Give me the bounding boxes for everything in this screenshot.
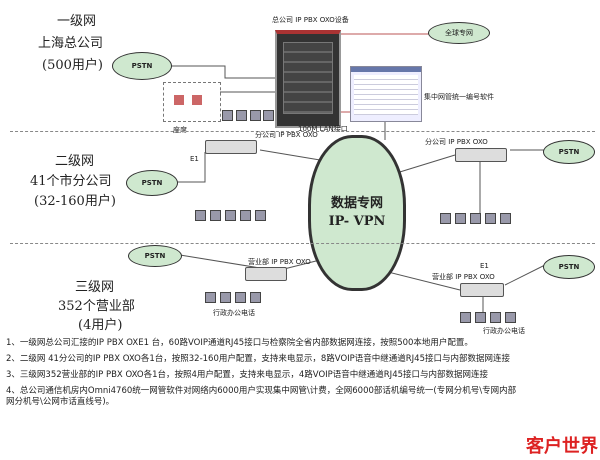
phone-icon [505,312,516,323]
phone-icon [470,213,481,224]
level3-name: 352个营业部 [58,299,135,314]
e1-label: E1 [480,262,489,270]
phone-icon [475,312,486,323]
phones-left-label: 行政办公电话 [213,309,255,317]
phone-icon [485,213,496,224]
branch-pbx-right [455,148,507,162]
pstn-cloud: PSTN [128,245,182,267]
level2-users: (32-160用户) [34,194,116,209]
level1-name: 上海总公司 [38,36,104,51]
note-1: 1、一级网总公司汇接的IP PBX OXE1 台，60路VOIP通道RJ45接口… [6,338,473,348]
phone-icon [440,213,451,224]
phone-icon [263,110,274,121]
phone-icon [240,210,251,221]
office-pbx-right [460,283,504,297]
level2-name: 41个市分公司 [30,174,112,189]
notes: 1、一级网总公司汇接的IP PBX OXE1 台，60路VOIP通道RJ45接口… [6,338,596,408]
office-pbx [245,267,287,281]
vpn-cloud: 数据专网 IP- VPN [308,135,406,291]
level2-title: 二级网 [55,154,95,169]
software-label: 集中网管统一编号软件 [424,93,494,101]
pstn-cloud: PSTN [543,140,595,164]
phones-right-label: 行政办公电话 [483,327,525,335]
branch-pbx-label: 分公司 IP PBX OXO [255,131,318,139]
vpn-line2: IP- VPN [328,214,386,229]
phone-icon [225,210,236,221]
level3-title: 三级网 [75,280,115,295]
office-pbx-label-right: 营业部 IP PBX OXO [432,273,495,281]
global-net-cloud: 全球专网 [428,22,490,44]
hq-device-title: 总公司 IP PBX OXO设备 [272,16,349,24]
office-pbx-label: 营业部 IP PBX OXO [248,258,311,266]
pstn-cloud: PSTN [543,255,595,279]
phone-icon [500,213,511,224]
phone-icon [460,312,471,323]
note-3: 3、三级网352营业部的IP PBX OXO各1台，按照4用户配置，支持来电显示… [6,370,489,380]
level3-users: (4用户) [78,318,123,333]
seats-label: 座席 [173,126,187,134]
phone-icon [250,110,261,121]
phone-icon [220,292,231,303]
note-4: 4、总公司通信机房内Omni4760统一网管软件对网络内6000用户实现集中网管… [6,386,517,407]
pstn-cloud: PSTN [126,170,178,196]
phone-icon [195,210,206,221]
phone-icon [455,213,466,224]
branch-pbx [205,140,257,154]
vpn-line1: 数据专网 [330,196,383,211]
branch-pbx-label-right: 分公司 IP PBX OXO [425,138,488,146]
phone-icon [205,292,216,303]
watermark-logo: 客户世界 [526,436,598,457]
divider [10,131,595,132]
divider [10,243,595,244]
phone-icon [490,312,501,323]
phone-icon [250,292,261,303]
note-2: 2、二级网 41分公司的IP PBX OXO各1台，按照32-160用户配置，支… [6,354,511,364]
level1-title: 一级网 [57,14,97,29]
phone-icon [235,292,246,303]
phone-icon [255,210,266,221]
lan-label: 100M LAN接口 [298,125,348,133]
management-software-screenshot [350,66,422,122]
seats-box [163,82,221,122]
phone-icon [210,210,221,221]
phone-icon [236,110,247,121]
e1-label: E1 [190,155,199,163]
pstn-cloud: PSTN [112,52,172,80]
pbx-cabinet [275,30,341,128]
phone-icon [222,110,233,121]
level1-users: (500用户) [42,58,103,73]
